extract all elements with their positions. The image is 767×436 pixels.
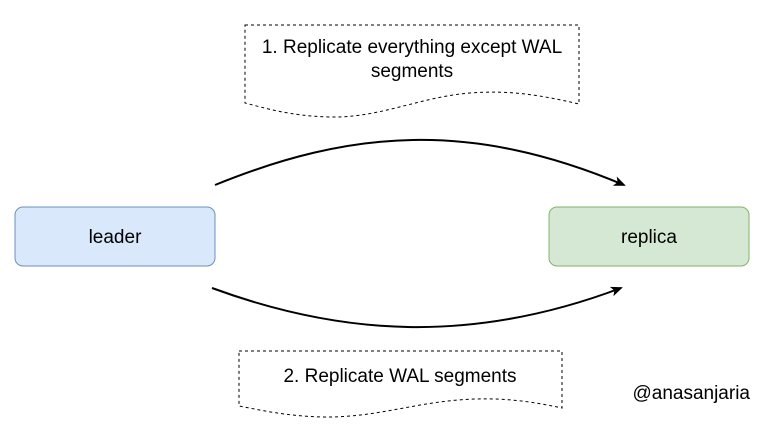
- arrow-bottom: [211, 286, 623, 329]
- replica-node: replica: [548, 206, 750, 267]
- note-step1: 1. Replicate everything except WAL segme…: [244, 24, 580, 118]
- note-step2-label: 2. Replicate WAL segments: [283, 366, 516, 387]
- leader-label: leader: [89, 227, 142, 248]
- note-step2: 2. Replicate WAL segments: [238, 350, 563, 418]
- note-step1-shape: [244, 24, 580, 118]
- author-watermark: @anasanjaria: [632, 383, 750, 404]
- note-step2-shape: [238, 350, 563, 418]
- replica-box: [548, 206, 750, 267]
- arrow-top: [214, 138, 626, 186]
- leader-node: leader: [14, 206, 216, 267]
- replica-label: replica: [621, 227, 677, 248]
- note-step1-line1: 1. Replicate everything except WAL: [262, 37, 562, 58]
- leader-box: [14, 206, 216, 267]
- note-step1-line2: segments: [371, 61, 453, 82]
